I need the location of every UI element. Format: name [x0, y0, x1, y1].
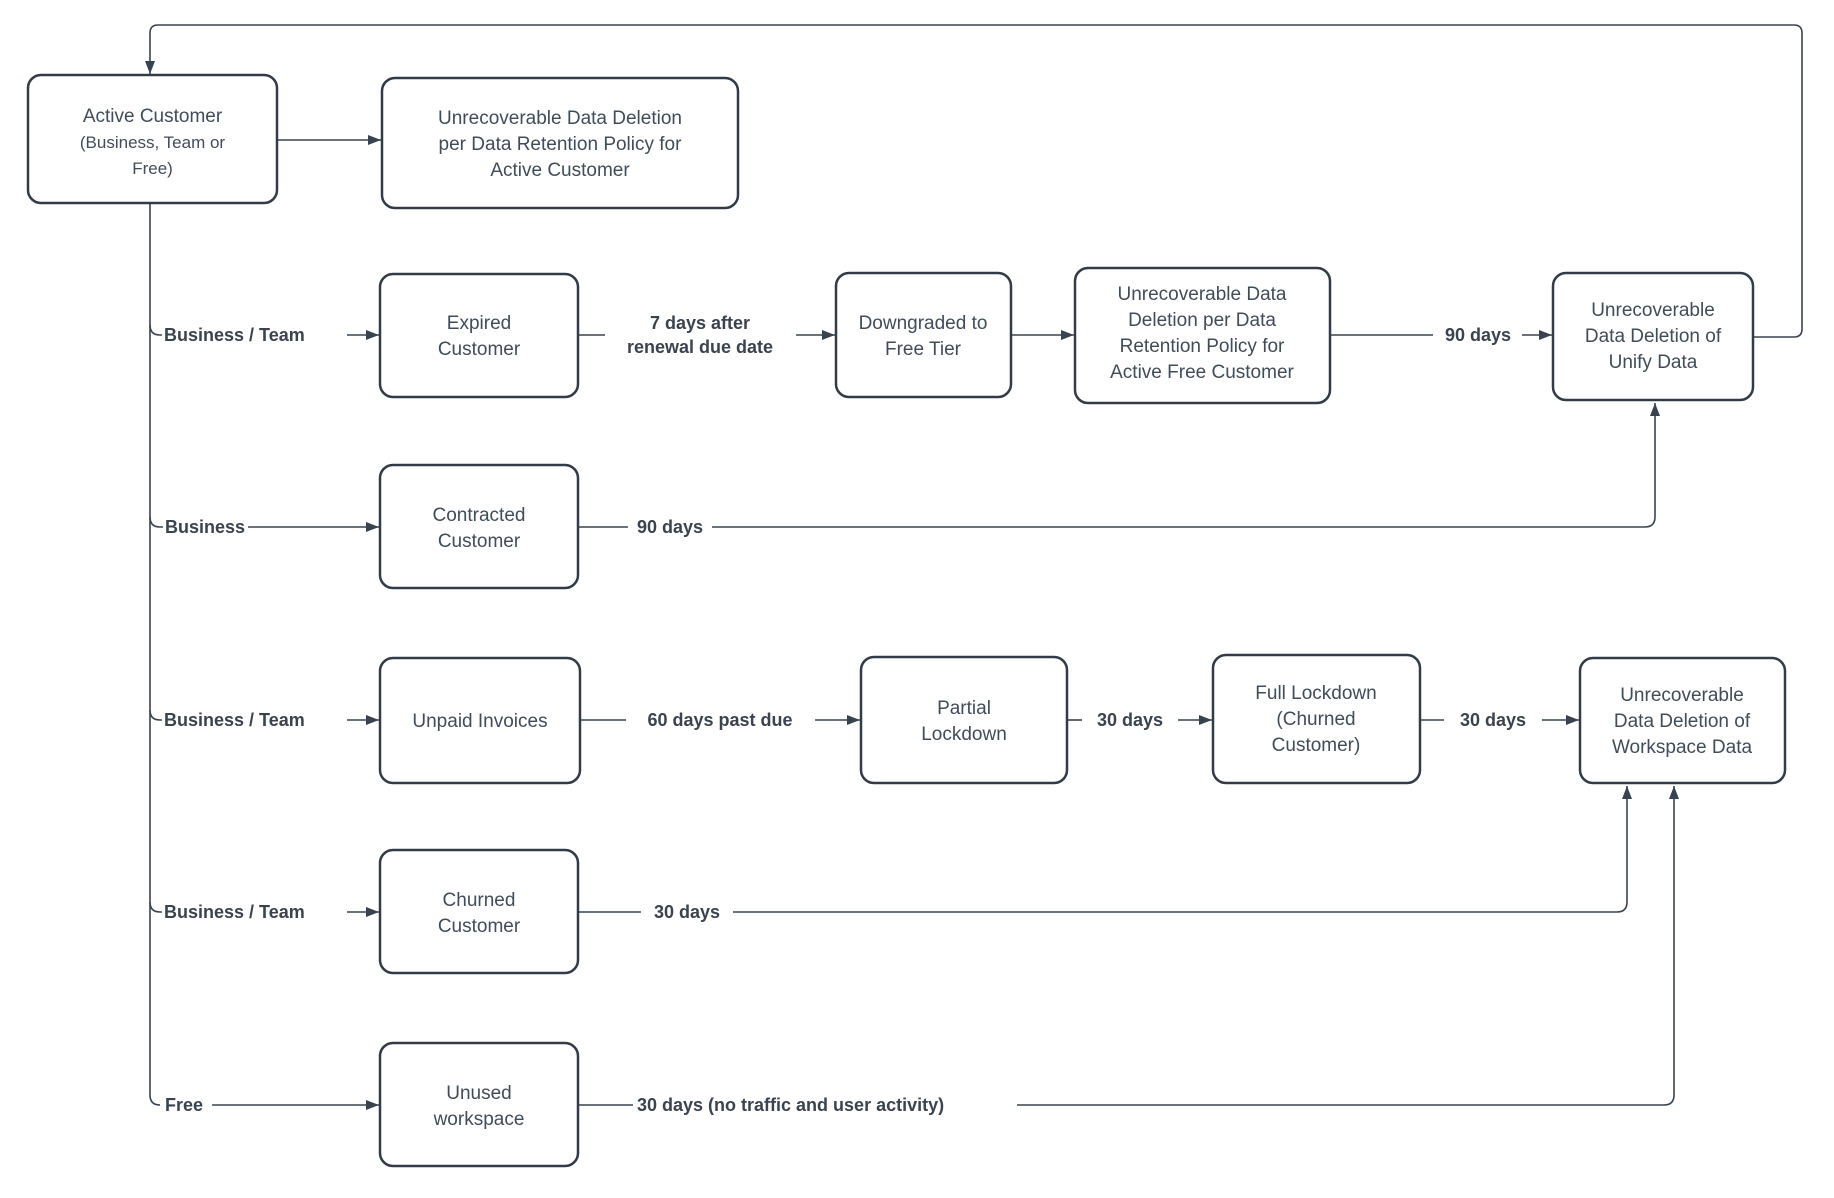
node-contracted-customer: Contracted Customer [378, 463, 580, 590]
node-downgraded-free-tier: Downgraded to Free Tier [834, 271, 1013, 399]
edge-label-branch-unused: Free [165, 1095, 203, 1115]
svg-text:Active Customer: Active Customer [83, 106, 223, 127]
svg-text:Data Deletion of: Data Deletion of [1585, 326, 1722, 347]
node-deletion-active-customer: Unrecoverable Data Deletion per Data Ret… [380, 76, 740, 210]
edge-branch-unpaid [149, 709, 162, 721]
edge-label-90days-row2: 90 days [1445, 325, 1511, 345]
edge-branch-expired [149, 324, 162, 336]
svg-text:Deletion per Data: Deletion per Data [1128, 310, 1276, 331]
edge-branch-contracted [149, 516, 163, 528]
svg-text:Unrecoverable: Unrecoverable [1591, 300, 1715, 321]
svg-text:Downgraded to: Downgraded to [859, 313, 988, 334]
edge-unused-to-workspace-b [1017, 786, 1679, 1106]
svg-text:Free Tier: Free Tier [885, 339, 962, 360]
svg-text:Customer: Customer [438, 531, 521, 552]
svg-text:Workspace Data: Workspace Data [1612, 737, 1753, 758]
svg-text:Partial: Partial [937, 698, 991, 719]
edge-label-7days-2: renewal due date [627, 337, 773, 357]
edge-unify-loop-to-active [145, 24, 1803, 338]
edge-label-30days-unused: 30 days (no traffic and user activity) [637, 1095, 944, 1115]
svg-text:Unpaid Invoices: Unpaid Invoices [412, 711, 547, 732]
edge-label-branch-churned: Business / Team [164, 902, 305, 922]
svg-text:Unused: Unused [446, 1083, 512, 1104]
edge-contracted-to-unify-b [712, 403, 1660, 528]
svg-text:Data Deletion of: Data Deletion of [1614, 711, 1751, 732]
node-churned-customer: Churned Customer [378, 848, 580, 975]
node-workspace-data-deletion: Unrecoverable Data Deletion of Workspace… [1578, 656, 1787, 785]
node-unify-data-deletion: Unrecoverable Data Deletion of Unify Dat… [1551, 271, 1755, 402]
node-expired-customer: Expired Customer [378, 272, 580, 399]
svg-text:workspace: workspace [433, 1109, 525, 1130]
edge-trunk [149, 203, 161, 1106]
svg-text:Customer: Customer [438, 339, 521, 360]
svg-text:Churned: Churned [443, 890, 516, 911]
node-full-lockdown: Full Lockdown (Churned Customer) [1211, 653, 1422, 785]
edge-label-branch-contracted: Business [165, 517, 245, 537]
edge-label-7days-1: 7 days after [650, 313, 750, 333]
svg-text:Free): Free) [132, 159, 173, 178]
svg-text:Lockdown: Lockdown [921, 724, 1007, 745]
node-active-customer: Active Customer (Business, Team or Free) [26, 73, 279, 205]
node-unpaid-invoices: Unpaid Invoices [378, 656, 582, 785]
svg-text:Contracted: Contracted [433, 505, 526, 526]
node-deletion-active-free-customer: Unrecoverable Data Deletion per Data Ret… [1073, 266, 1332, 405]
svg-text:(Business, Team or: (Business, Team or [80, 133, 226, 152]
svg-text:Active Customer: Active Customer [490, 160, 630, 181]
edge-label-90days-row3: 90 days [637, 517, 703, 537]
svg-text:Retention Policy for: Retention Policy for [1120, 336, 1285, 357]
edge-branch-churned [149, 901, 162, 913]
svg-text:Unrecoverable Data: Unrecoverable Data [1118, 284, 1287, 305]
svg-text:Expired: Expired [447, 313, 511, 334]
edge-label-30days-churned: 30 days [654, 902, 720, 922]
svg-text:Customer: Customer [438, 916, 521, 937]
edge-label-30days-full: 30 days [1460, 710, 1526, 730]
node-unused-workspace: Unused workspace [378, 1041, 580, 1168]
edge-label-branch-unpaid: Business / Team [164, 710, 305, 730]
svg-text:Active Free Customer: Active Free Customer [1110, 362, 1294, 383]
edge-label-60days: 60 days past due [647, 710, 792, 730]
edge-label-30days-partial: 30 days [1097, 710, 1163, 730]
svg-text:Unify Data: Unify Data [1609, 352, 1698, 373]
svg-text:Customer): Customer) [1272, 735, 1361, 756]
svg-text:Unrecoverable Data Deletion: Unrecoverable Data Deletion [438, 108, 682, 129]
svg-text:(Churned: (Churned [1276, 709, 1355, 730]
svg-text:Full Lockdown: Full Lockdown [1255, 683, 1376, 704]
edge-label-branch-expired: Business / Team [164, 325, 305, 345]
svg-text:Unrecoverable: Unrecoverable [1620, 685, 1744, 706]
edge-churned-to-workspace-b [733, 786, 1632, 913]
svg-text:per Data Retention Policy for: per Data Retention Policy for [439, 134, 683, 155]
node-partial-lockdown: Partial Lockdown [859, 655, 1069, 785]
